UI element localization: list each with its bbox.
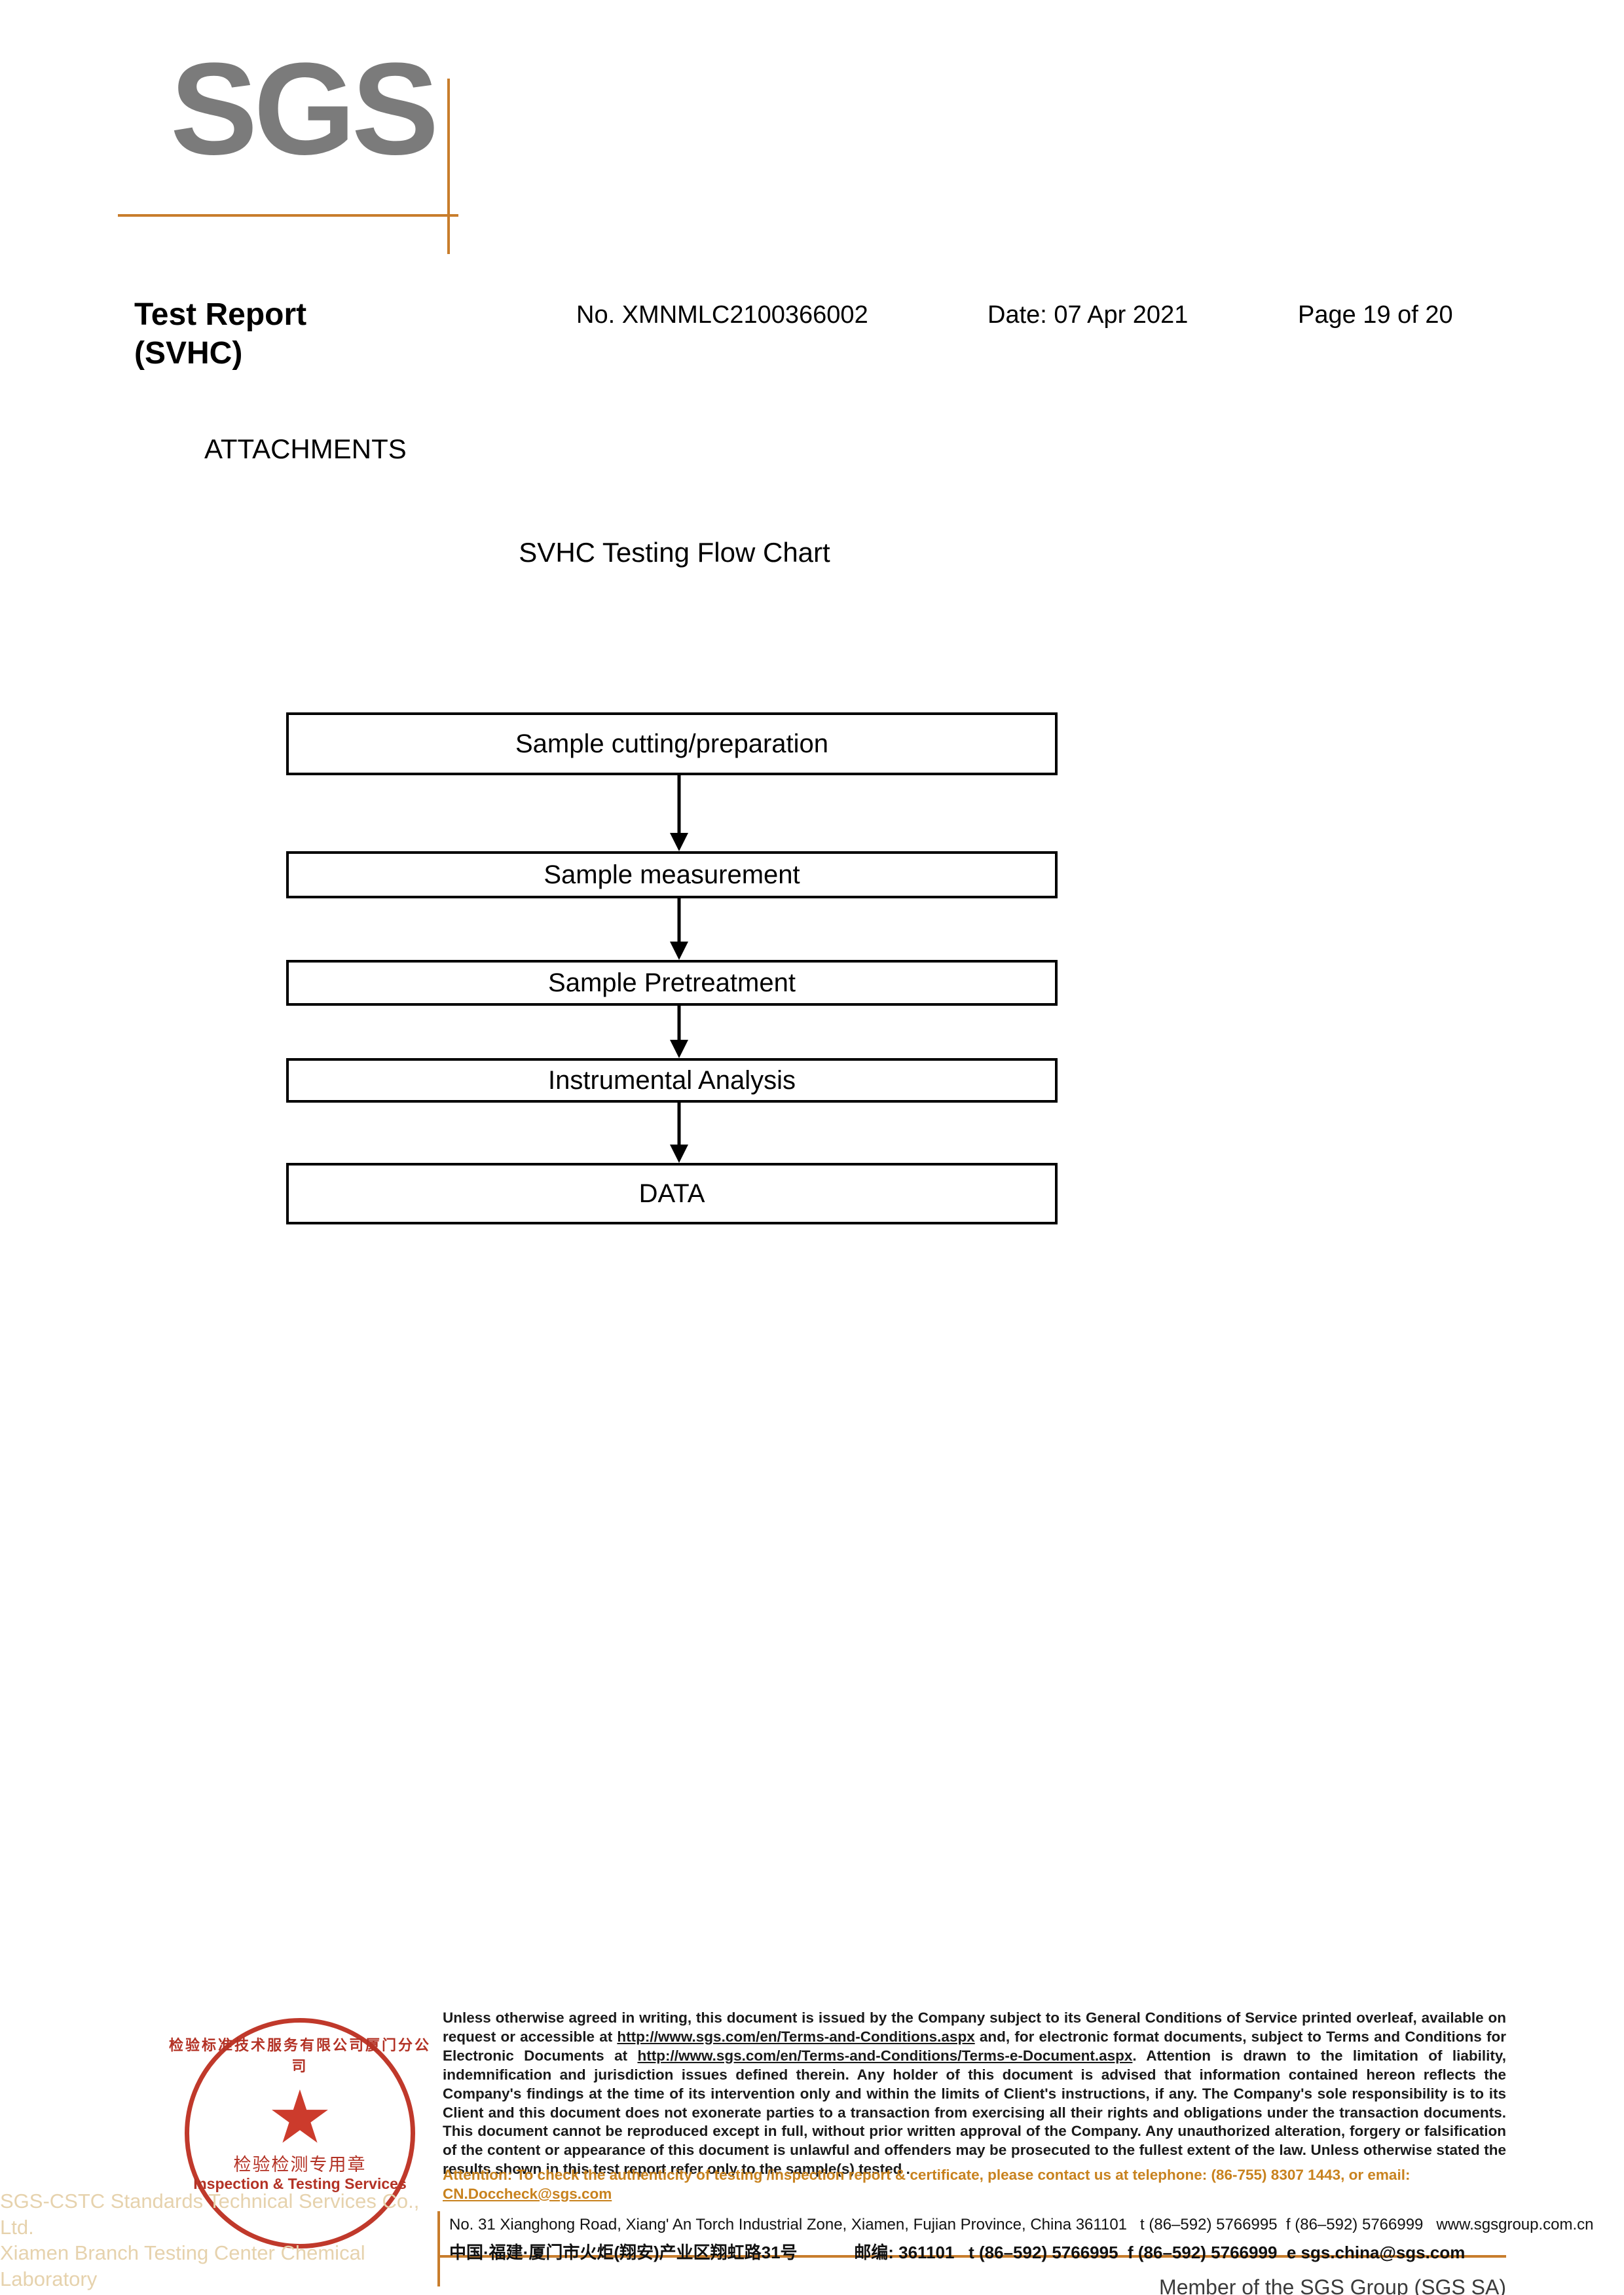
footer-vertical-rule: [437, 2211, 440, 2286]
page-number: Page 19 of 20: [1298, 301, 1453, 329]
disclaimer-part-2: and, for electronic format documents, su…: [443, 2028, 1506, 2064]
attention-notice: Attention: To check the authenticity of …: [443, 2166, 1506, 2204]
address-english: No. 31 Xianghong Road, Xiang' An Torch I…: [449, 2216, 1594, 2234]
attachments-heading: ATTACHMENTS: [204, 433, 407, 464]
terms-e-document-link[interactable]: http://www.sgs.com/en/Terms-and-Conditio…: [637, 2047, 1133, 2064]
seal-chinese-text: 检验检测专用章: [233, 2155, 367, 2175]
flow-step-box: Sample measurement: [286, 851, 1058, 898]
flow-step-label: DATA: [638, 1179, 705, 1208]
report-number: No. XMNMLC2100366002: [576, 301, 868, 329]
address-cn-email[interactable]: e sgs.china@sgs.com: [1286, 2243, 1466, 2262]
disclaimer-text: Unless otherwise agreed in writing, this…: [443, 2009, 1506, 2179]
flowchart-title: SVHC Testing Flow Chart: [0, 537, 1624, 568]
seal-arc-text: 检验标准技术服务有限公司厦门分公司: [169, 2037, 432, 2074]
address-cn-street: 中国·福建·厦门市火炬(翔安)产业区翔虹路31号: [449, 2243, 798, 2262]
sgs-wordmark: SGS: [170, 36, 439, 182]
footer-horizontal-rule: [437, 2255, 1506, 2258]
flow-step-box: DATA: [286, 1163, 1058, 1224]
watermark-line-1: SGS-CSTC Standards Technical Services Co…: [0, 2190, 420, 2239]
flow-step-label: Instrumental Analysis: [548, 1065, 796, 1095]
watermark-line-2: Xiamen Branch Testing Center Chemical La…: [0, 2241, 365, 2291]
flow-step-label: Sample Pretreatment: [548, 968, 796, 997]
flow-arrow-down-icon: [286, 1006, 1058, 1058]
flow-arrow-down-icon: [286, 1103, 1058, 1163]
flowchart-title-text: SVHC Testing Flow Chart: [519, 537, 830, 568]
logo-horizontal-rule: [118, 214, 458, 217]
address-cn-zip: 邮编: 361101: [854, 2243, 955, 2262]
seal-circle: [185, 2018, 415, 2249]
flow-arrow-down-icon: [286, 898, 1058, 960]
flow-step-box: Sample cutting/preparation: [286, 712, 1058, 775]
address-cn-tel: t (86–592) 5766995: [969, 2243, 1118, 2262]
flow-arrow-down-icon: [286, 775, 1058, 851]
flow-step-label: Sample cutting/preparation: [515, 729, 829, 758]
report-header: Test Report (SVHC) No. XMNMLC2100366002 …: [0, 296, 1624, 388]
report-date: Date: 07 Apr 2021: [987, 301, 1189, 329]
address-en-tel: t (86–592) 5766995: [1140, 2216, 1278, 2233]
doccheck-email-link[interactable]: CN.Doccheck@sgs.com: [443, 2185, 612, 2202]
sgs-logo: SGS: [118, 44, 462, 254]
inspection-seal-stamp: 检验标准技术服务有限公司厦门分公司 ★ 检验检测专用章 Inspection &…: [169, 2010, 431, 2272]
member-of-group-line: Member of the SGS Group (SGS SA): [1159, 2275, 1506, 2295]
seal-english-text: Inspection & Testing Services: [193, 2175, 407, 2192]
star-icon: ★: [267, 2076, 333, 2158]
attention-text: Attention: To check the authenticity of …: [443, 2167, 1411, 2183]
logo-vertical-rule: [447, 79, 450, 254]
disclaimer-part-1: Unless otherwise agreed in writing, this…: [443, 2010, 1506, 2045]
disclaimer-part-3: . Attention is drawn to the limitation o…: [443, 2047, 1506, 2178]
flow-step-label: Sample measurement: [544, 860, 800, 889]
address-en-website[interactable]: www.sgsgroup.com.cn: [1436, 2216, 1594, 2233]
address-en-street: No. 31 Xianghong Road, Xiang' An Torch I…: [449, 2216, 1128, 2233]
terms-and-conditions-link[interactable]: http://www.sgs.com/en/Terms-and-Conditio…: [617, 2028, 975, 2045]
laboratory-watermark: SGS-CSTC Standards Technical Services Co…: [0, 2188, 432, 2292]
address-cn-fax: f (86–592) 5766999: [1128, 2243, 1278, 2262]
flow-step-box: Sample Pretreatment: [286, 960, 1058, 1006]
address-en-fax: f (86–592) 5766999: [1285, 2216, 1424, 2233]
address-chinese: 中国·福建·厦门市火炬(翔安)产业区翔虹路31号 邮编: 361101 t (8…: [449, 2239, 1506, 2264]
page-title: Test Report (SVHC): [134, 297, 307, 371]
flow-step-box: Instrumental Analysis: [286, 1058, 1058, 1103]
report-footer: 检验标准技术服务有限公司厦门分公司 ★ 检验检测专用章 Inspection &…: [0, 1977, 1624, 2295]
